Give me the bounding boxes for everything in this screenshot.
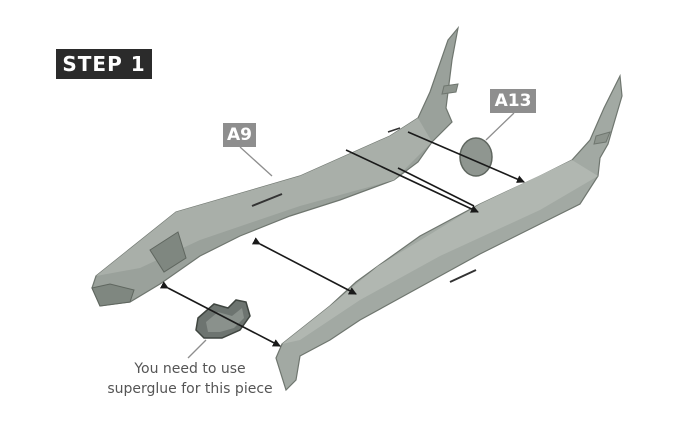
assembly-arrows	[159, 131, 525, 347]
arrow-4	[251, 237, 357, 295]
part-label-a13: A13	[490, 89, 536, 113]
arrow-3	[407, 131, 525, 183]
fuselage-right-half	[275, 73, 623, 392]
leader-lines	[187, 112, 515, 359]
part-label-a9: A9	[223, 123, 256, 147]
superglue-note: You need to use superglue for this piece	[107, 359, 273, 399]
step-title: STEP 1	[56, 49, 152, 79]
slot-right	[449, 269, 477, 283]
arrow-1	[345, 149, 479, 213]
cockpit-part	[195, 299, 251, 339]
note-line-2: superglue for this piece	[107, 381, 273, 397]
fuselage-left-half-a9	[91, 25, 460, 307]
arrow-2	[397, 167, 475, 207]
note-line-1: You need to use	[134, 361, 246, 377]
round-part-a13	[459, 137, 493, 177]
slot-a9	[251, 193, 283, 207]
arrow-5	[159, 281, 281, 347]
